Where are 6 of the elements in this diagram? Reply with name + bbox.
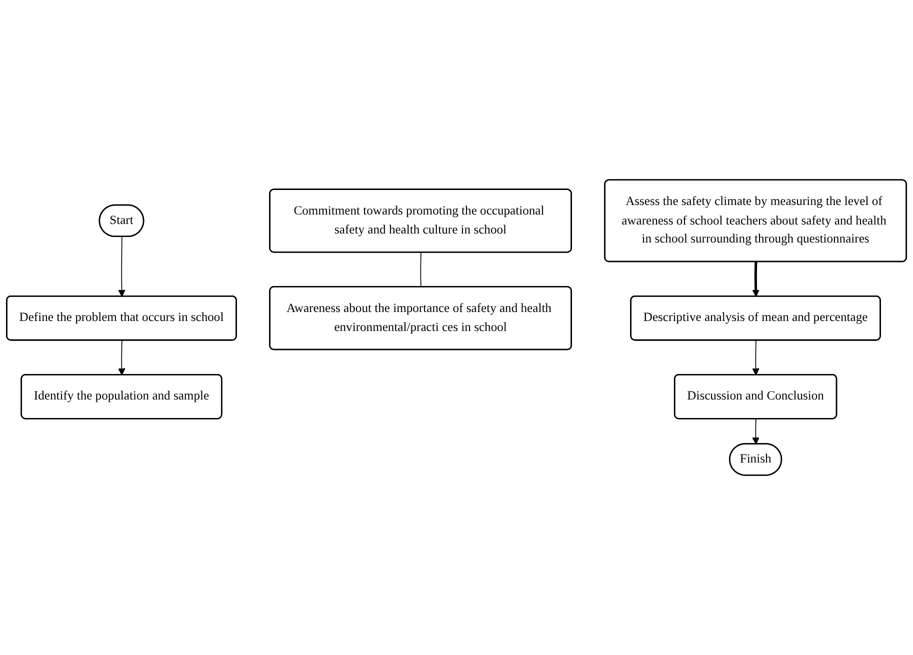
arrow	[118, 340, 126, 376]
arrow	[752, 418, 760, 444]
arrow	[752, 340, 760, 376]
arrow	[118, 236, 126, 297]
connector	[420, 252, 422, 288]
arrow	[752, 262, 760, 297]
